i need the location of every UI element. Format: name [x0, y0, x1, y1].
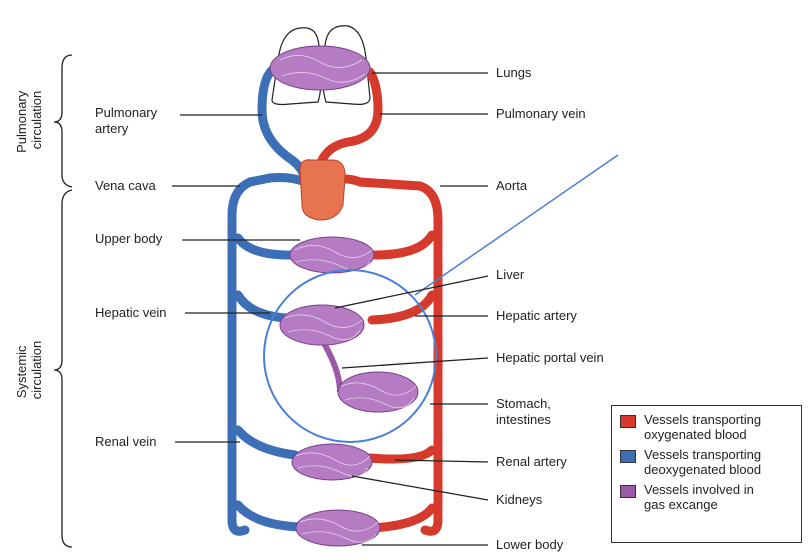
legend-swatch-oxygenated — [620, 415, 636, 428]
lung-right-outline — [321, 25, 371, 105]
label-pulmonary-vein: Pulmonary vein — [496, 106, 586, 121]
label-renal-vein: Renal vein — [95, 434, 156, 449]
label-vena-cava: Vena cava — [95, 178, 156, 193]
label-pulmonary-artery-line2: artery — [95, 121, 129, 136]
leader-lines — [172, 72, 489, 546]
capillary-beds — [269, 45, 419, 547]
liver-capillaries — [279, 304, 365, 346]
lung-left-outline — [271, 27, 323, 106]
highlight-pointer — [414, 154, 619, 296]
highlight-circle — [263, 269, 437, 443]
label-lower-body: Lower body — [496, 537, 564, 552]
legend-swatch-exchange — [620, 485, 636, 498]
legend: Vessels transporting oxygenated blood Ve… — [611, 405, 802, 543]
kidney-capillaries — [291, 443, 373, 481]
deoxygenated-vessels — [227, 65, 310, 536]
legend-label-oxygenated: Vessels transporting oxygenated blood — [644, 412, 762, 442]
label-pulmonary-artery: Pulmonary artery — [95, 105, 161, 136]
label-stomach-line2: intestines — [496, 412, 551, 427]
hepatic-portal-vessel — [319, 338, 343, 393]
legend-swatch-deoxygenated — [620, 450, 636, 463]
systemic-bracket — [53, 189, 73, 548]
capillary-mesh — [279, 55, 417, 543]
upper-body-capillaries — [289, 236, 375, 274]
legend-label-exchange: Vessels involved in gas excange — [644, 482, 754, 512]
systemic-group-label: Systemic circulation — [14, 341, 44, 400]
legend-label-deoxygenated: Vessels transporting deoxygenated blood — [644, 447, 762, 477]
label-liver: Liver — [496, 267, 525, 282]
legend-item-oxygenated: Vessels transporting oxygenated blood — [620, 412, 795, 442]
systemic-group-line2: circulation — [29, 341, 44, 400]
heart — [299, 159, 346, 221]
label-kidneys: Kidneys — [496, 492, 543, 507]
label-hepatic-portal-vein: Hepatic portal vein — [496, 350, 604, 365]
label-aorta: Aorta — [496, 178, 528, 193]
oxygenated-vessels — [313, 67, 443, 536]
label-stomach-intestines: Stomach, intestines — [496, 396, 555, 427]
label-stomach-line1: Stomach, — [496, 396, 551, 411]
label-hepatic-vein: Hepatic vein — [95, 305, 167, 320]
label-upper-body: Upper body — [95, 231, 163, 246]
label-renal-artery: Renal artery — [496, 454, 567, 469]
label-lungs: Lungs — [496, 65, 532, 80]
stomach-capillaries — [337, 371, 419, 413]
pulmonary-group-line2: circulation — [29, 91, 44, 150]
legend-item-exchange: Vessels involved in gas excange — [620, 482, 795, 512]
label-hepatic-artery: Hepatic artery — [496, 308, 577, 323]
pulmonary-bracket — [53, 54, 73, 188]
systemic-group-line1: Systemic — [14, 345, 29, 398]
legend-item-deoxygenated: Vessels transporting deoxygenated blood — [620, 447, 795, 477]
pulmonary-group-line1: Pulmonary — [14, 90, 29, 153]
lung-capillaries — [269, 45, 371, 91]
label-pulmonary-artery-line1: Pulmonary — [95, 105, 158, 120]
pulmonary-group-label: Pulmonary circulation — [14, 87, 44, 153]
